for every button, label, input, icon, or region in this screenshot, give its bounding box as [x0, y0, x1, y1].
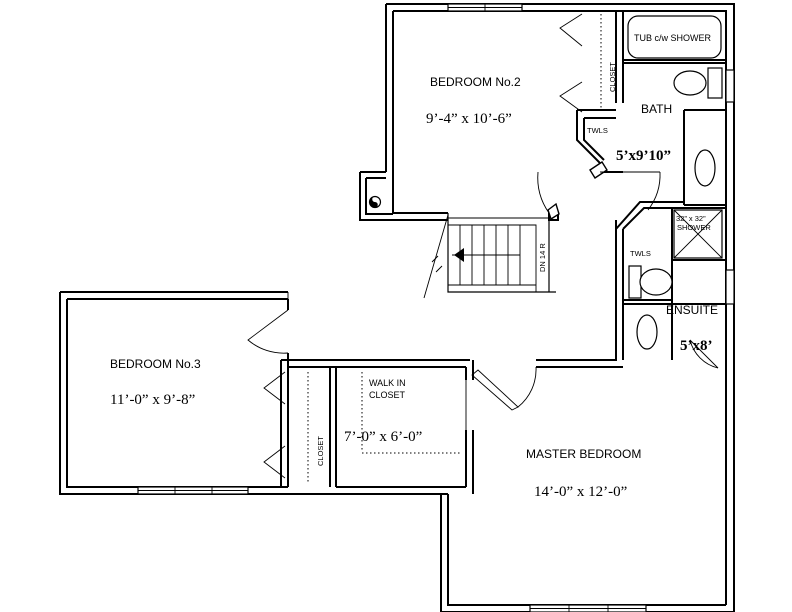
doors — [247, 13, 719, 479]
bedroom2-closet-label: CLOSET — [608, 62, 617, 92]
bathtub-icon — [627, 15, 722, 59]
bedroom2-bottom-wall — [548, 171, 623, 221]
stairs-label: DN 14 R — [538, 243, 547, 272]
bath-size: 5’x9’10” — [616, 148, 671, 164]
bath-towels-label: TWLS — [587, 126, 608, 135]
ensuite-size: 5’x8’ — [680, 338, 713, 354]
bedroom3-size: 11’-0” x 9’-8” — [110, 392, 195, 408]
ensuite-sink-icon — [636, 314, 658, 350]
bath-sink-icon — [694, 149, 716, 187]
walkin-name-line2: CLOSET — [369, 390, 406, 400]
walkin-closet-walls — [329, 360, 474, 494]
master-bedroom-name: MASTER BEDROOM — [526, 447, 641, 461]
ensuite-towels-label: TWLS — [630, 249, 651, 258]
stair-arrow-icon — [454, 248, 464, 262]
walkin-size: 7’-0” x 6’-0” — [344, 429, 422, 445]
staircase — [287, 213, 556, 299]
walkin-name-line1: WALK IN — [369, 378, 406, 388]
ensuite-name: ENSUITE — [666, 303, 718, 317]
bedroom3-name: BEDROOM No.3 — [110, 357, 201, 371]
shower-icon — [673, 209, 723, 259]
master-bedroom-size: 14’-0” x 12’-0” — [534, 484, 627, 500]
master-bedroom-walls — [440, 220, 734, 612]
tub-label: TUB c/w SHOWER — [634, 33, 712, 43]
bath-name: BATH — [641, 102, 672, 116]
right-outer-walls — [725, 207, 735, 612]
bedroom2-name: BEDROOM No.2 — [430, 75, 521, 89]
bedroom2-closet-walls — [547, 109, 616, 221]
bedroom3-closet-label: CLOSET — [316, 436, 325, 466]
shower-label-line2: SHOWER — [677, 223, 711, 232]
windows — [137, 3, 735, 612]
flue-icon — [368, 195, 382, 209]
bath-interior-walls — [615, 11, 726, 360]
ensuite-toilet-icon — [628, 265, 673, 299]
shower-label-line1: 32” x 32” — [676, 214, 706, 223]
bath-toilet-icon — [673, 67, 723, 99]
bedroom2-size: 9’-4” x 10’-6” — [426, 111, 512, 127]
